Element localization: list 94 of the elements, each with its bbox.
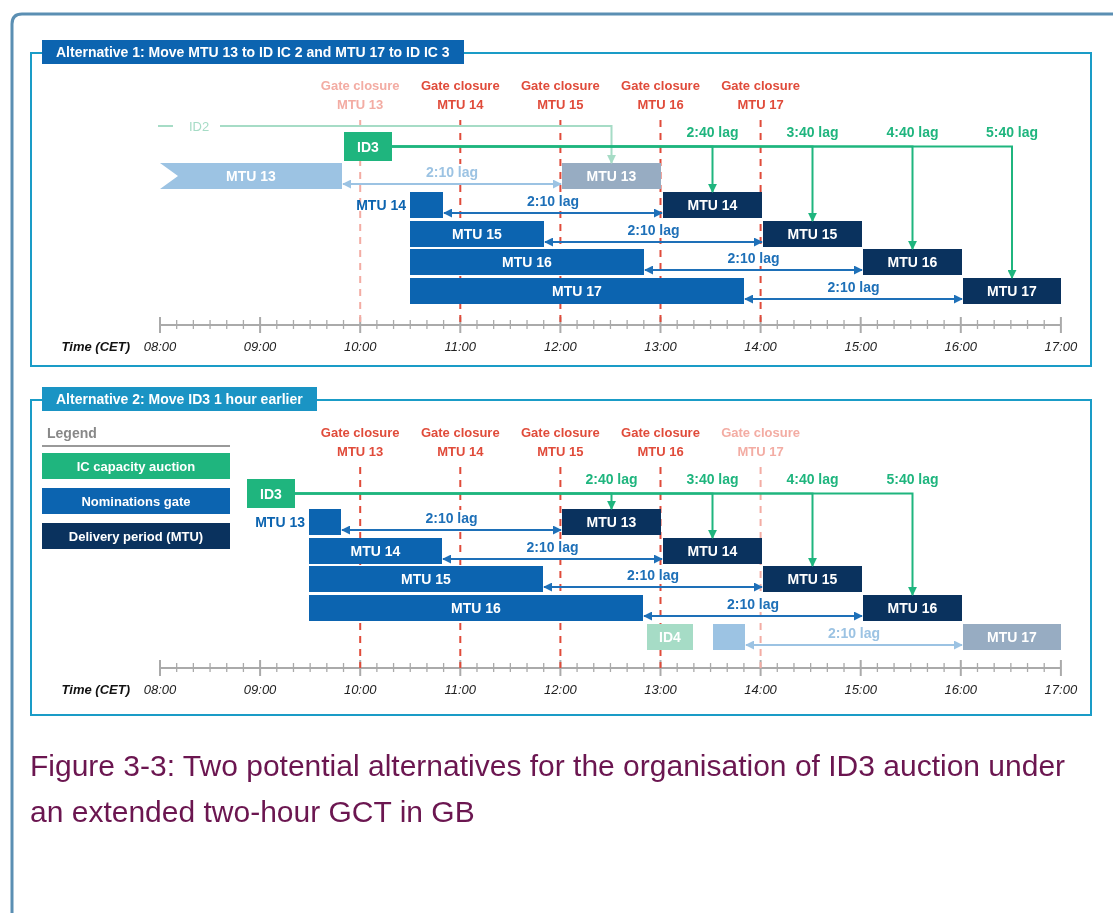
arrow [442, 554, 663, 564]
edge-label: 3:40 lag [684, 470, 741, 487]
edge-label: 2:10 lag [524, 193, 582, 209]
nomination-bar: MTU 16 [309, 595, 643, 621]
gate-closure-label: Gate closure MTU 16 [620, 77, 701, 114]
tick-label: 13:00 [644, 682, 677, 697]
tick-label: 08:00 [143, 682, 177, 697]
tick-label: 15:00 [844, 339, 877, 354]
edge-label: 2:40 lag [684, 123, 741, 140]
tick-label: 08:00 [143, 339, 177, 354]
tick-label: 10:00 [343, 339, 377, 354]
arrow [342, 179, 562, 189]
figure-caption: Figure 3-3: Two potential alternatives for the organisation of ID3 auction under an extended two-hour GCT in GB [30, 748, 1067, 830]
edge-label: 2:10 lag [625, 222, 682, 238]
nomination-bar: MTU 17 [410, 278, 744, 304]
tick-label: 09:00 [243, 682, 277, 697]
nomination-bar: MTU 15 [309, 566, 543, 592]
gate-closure-label: Gate closure MTU 13 [319, 424, 401, 461]
gate-closure-label: Gate closure MTU 17 [720, 77, 801, 114]
panel-heading: Alternative 2: Move ID3 1 hour earlier [42, 387, 317, 411]
delivery-bar: MTU 16 [863, 595, 962, 621]
edge-label: 2:10 lag [825, 625, 883, 641]
tick-label: 17:00 [1044, 682, 1078, 697]
row-label: MTU 13 [255, 514, 305, 530]
arrow [219, 125, 616, 164]
delivery-bar: MTU 14 [663, 538, 762, 564]
tick-label: 14:00 [744, 339, 777, 354]
delivery-bar: MTU 15 [763, 566, 862, 592]
tick-label: 15:00 [844, 682, 877, 697]
edge-label: 4:40 lag [784, 470, 841, 487]
delivery-bar: MTU 14 [663, 192, 762, 218]
tick-label: 11:00 [444, 682, 477, 697]
gate-closure-label: Gate closure MTU 15 [520, 77, 601, 114]
tick-label: 14:00 [744, 682, 777, 697]
edge-label: 2:40 lag [583, 470, 640, 487]
gate-closure-label: Gate closure MTU 16 [620, 424, 701, 461]
nomination-bar: MTU 14 [309, 538, 442, 564]
edge-label: 2:10 lag [624, 567, 682, 583]
edge-label: 2:10 lag [724, 596, 782, 612]
panel-heading: Alternative 1: Move MTU 13 to ID IC 2 and MTU 17 to ID IC 3 [42, 40, 464, 64]
arrow [341, 525, 562, 535]
gate-closure-label: Gate closure MTU 14 [419, 424, 501, 461]
auction-box: ID4 [647, 624, 693, 650]
tick-label: 12:00 [544, 339, 577, 354]
delivery-bar: MTU 17 [963, 624, 1061, 650]
edge-label: 2:10 lag [423, 510, 480, 526]
arrow [543, 582, 763, 592]
tick-label: 09:00 [243, 339, 277, 354]
gate-closure-label: Gate closure MTU 13 [319, 77, 401, 114]
arrow [644, 265, 863, 275]
tick-label: 16:00 [944, 339, 978, 354]
edge-label: 4:40 lag [884, 123, 941, 140]
axis-title: Time (CET) [61, 339, 130, 354]
delivery-bar: MTU 13 [562, 509, 661, 535]
edge-label: 3:40 lag [784, 123, 841, 140]
edge-label: 2:10 lag [423, 164, 481, 180]
nomination-bar: MTU 16 [410, 249, 644, 275]
arrow [294, 492, 917, 596]
legend-key: Nominations gate [42, 488, 230, 514]
tick-label: 17:00 [1044, 339, 1078, 354]
row-label: MTU 14 [356, 197, 406, 213]
arrow [391, 145, 1017, 279]
arrow [643, 611, 863, 621]
axis-title: Time (CET) [61, 682, 130, 697]
edge-label: 2:10 lag [825, 279, 882, 295]
legend-key: IC capacity auction [42, 453, 230, 479]
legend-title: Legend [47, 425, 97, 441]
nomination-bar [713, 624, 745, 650]
arrow [544, 237, 763, 247]
auction-box: ID3 [247, 479, 295, 508]
legend-key: Delivery period (MTU) [42, 523, 230, 549]
edge-label: 2:10 lag [725, 250, 782, 266]
edge-label: 5:40 lag [983, 123, 1041, 140]
tick-label: 13:00 [644, 339, 677, 354]
edge-label: 5:40 lag [884, 470, 941, 487]
arrow [745, 640, 963, 650]
tick-label: 10:00 [343, 682, 377, 697]
auction-label: ID2 [178, 118, 220, 134]
arrow [443, 208, 663, 218]
delivery-bar: MTU 15 [763, 221, 862, 247]
tick-label: 11:00 [444, 339, 477, 354]
nomination-bar: MTU 13 [160, 163, 342, 189]
auction-box: ID3 [344, 132, 392, 161]
gate-closure-label: Gate closure MTU 17 [720, 424, 801, 461]
edge-label: 2:10 lag [524, 539, 581, 555]
nomination-bar: MTU 15 [410, 221, 544, 247]
tick-label: 16:00 [944, 682, 978, 697]
gate-closure-label: Gate closure MTU 14 [419, 77, 501, 114]
delivery-bar: MTU 16 [863, 249, 962, 275]
tick-label: 12:00 [544, 682, 577, 697]
delivery-bar: MTU 13 [562, 163, 661, 189]
arrow [744, 294, 963, 304]
gate-closure-label: Gate closure MTU 15 [520, 424, 601, 461]
delivery-bar: MTU 17 [963, 278, 1061, 304]
